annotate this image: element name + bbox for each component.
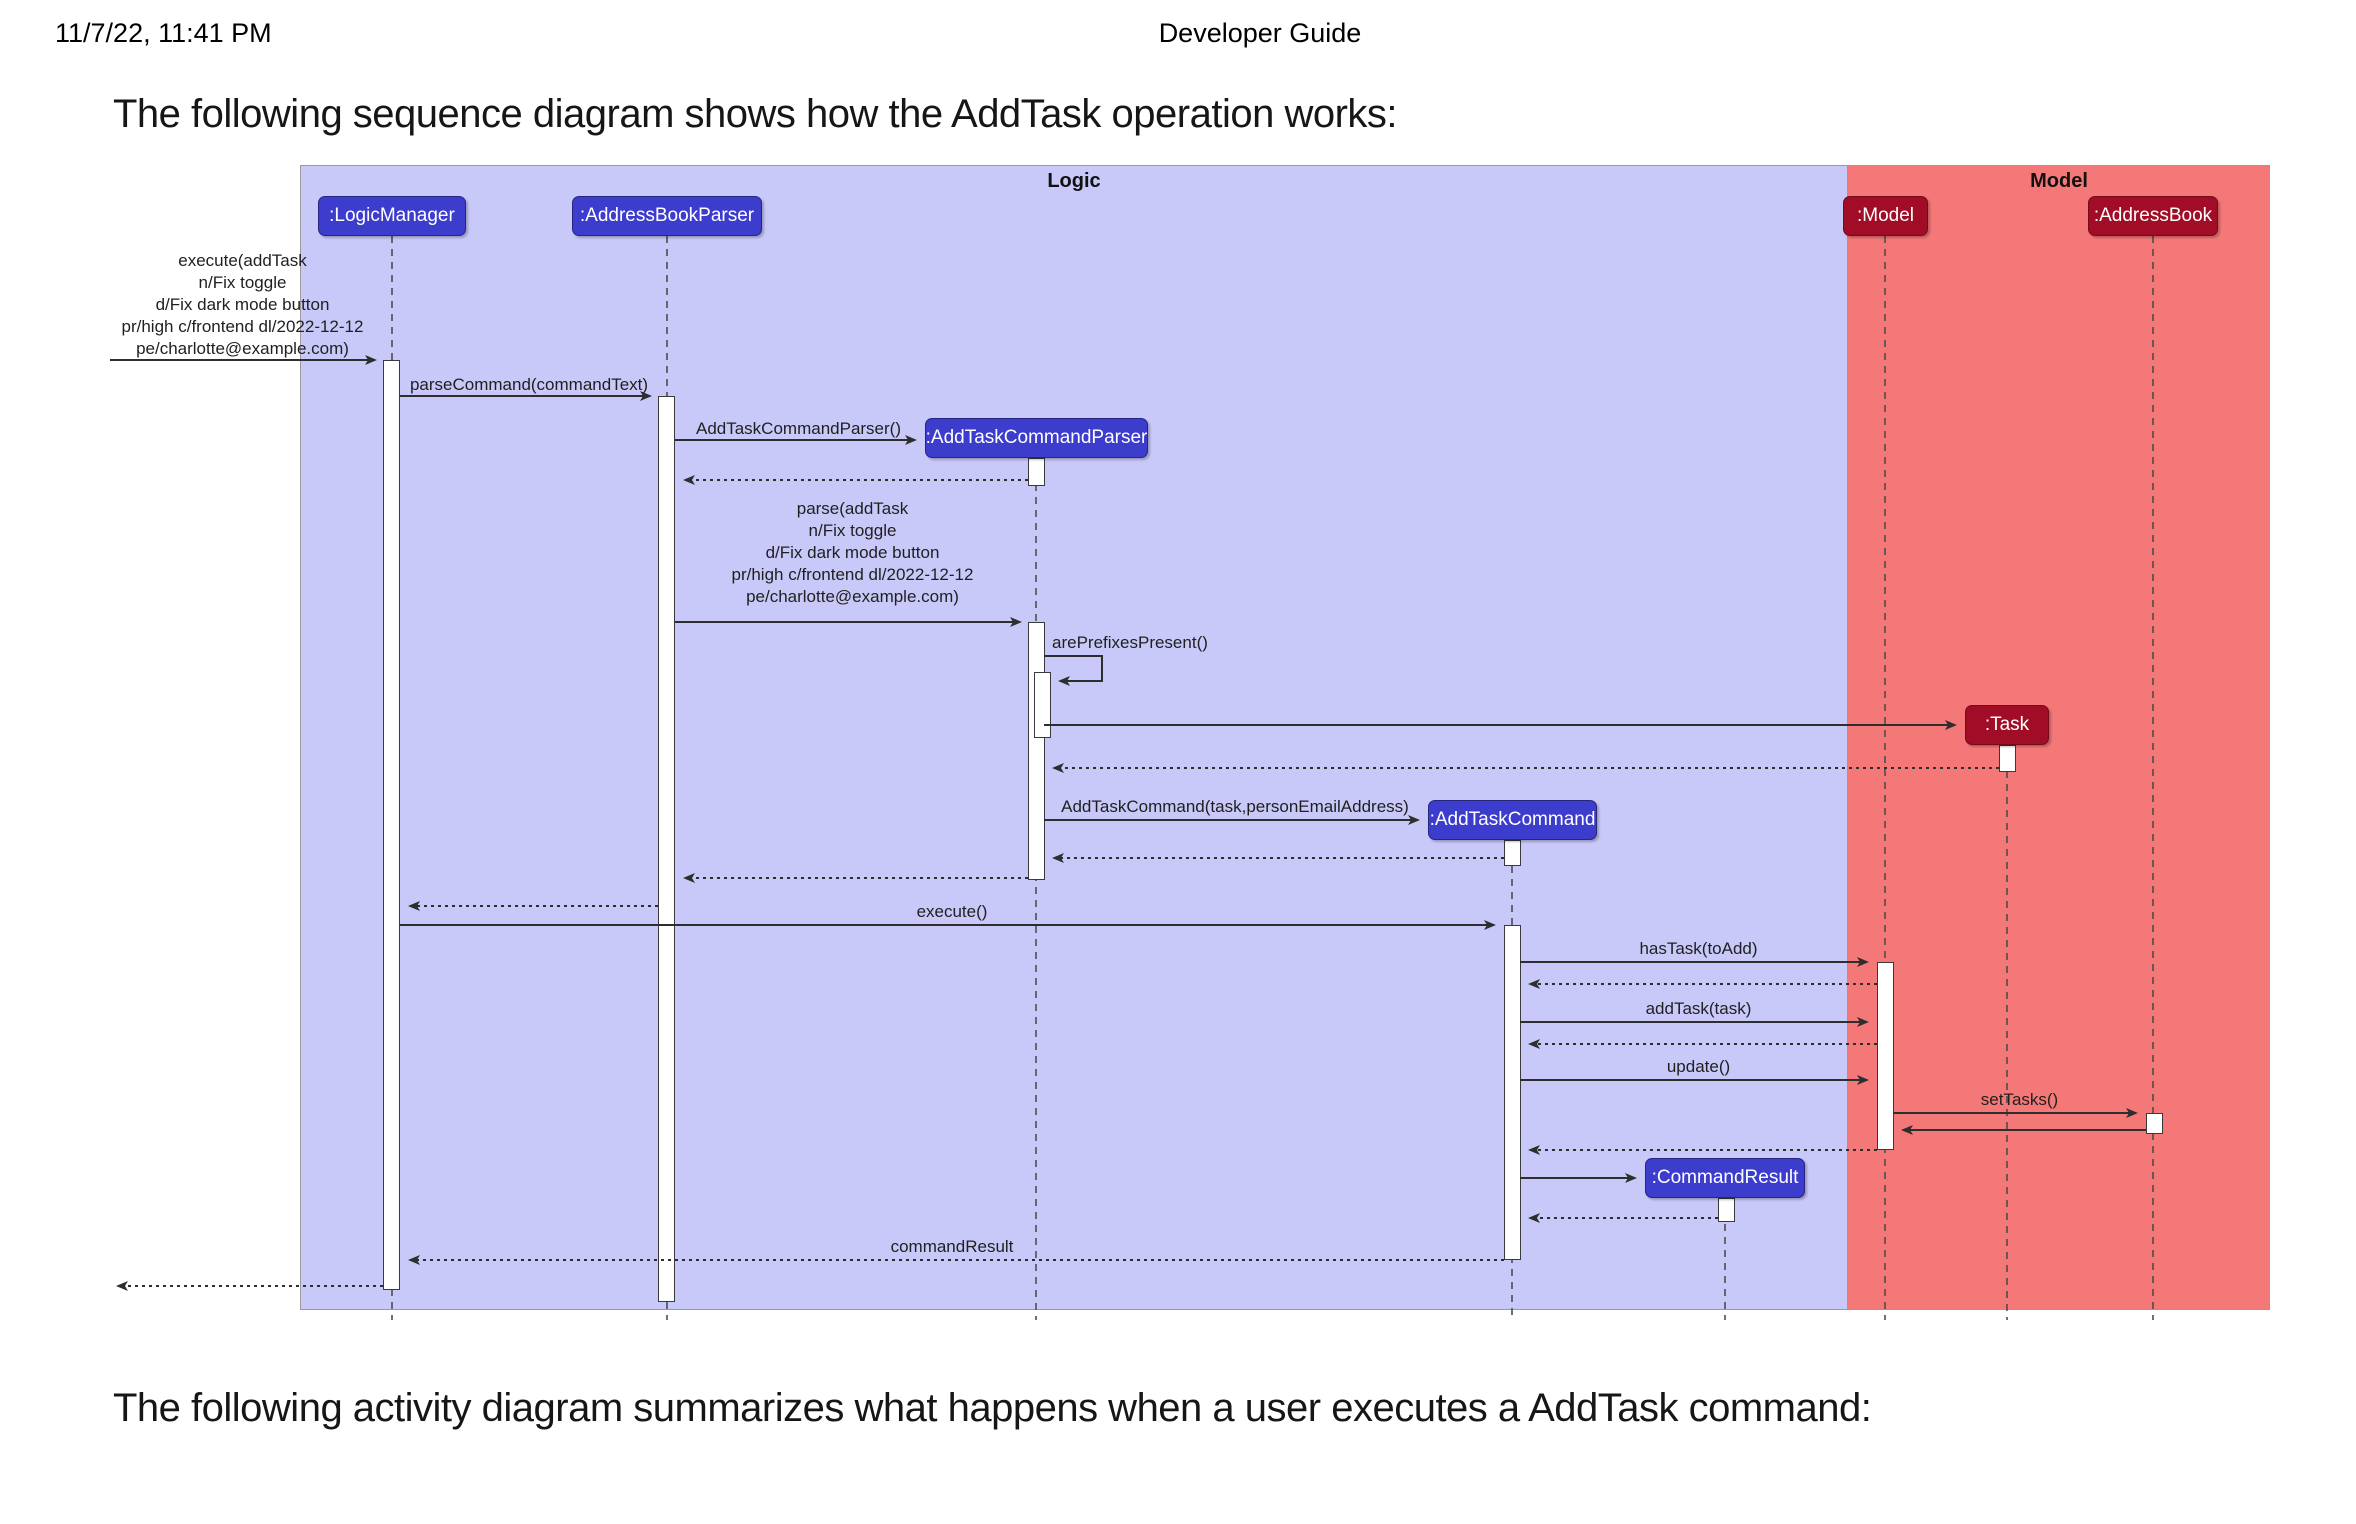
activation-addtaskcommand-execute [1504,925,1521,1260]
participant-addressbook: :AddressBook [2088,196,2218,236]
label-update: update() [1666,1057,1731,1076]
activation-parser-selfcall [1034,672,1051,738]
activation-logicmanager [383,360,400,1290]
participant-addtaskcommand: :AddTaskCommand [1428,800,1597,840]
participant-logicmanager: :LogicManager [318,196,466,236]
activation-parser-create [1028,458,1045,486]
activation-task [1999,745,2016,772]
page-title: Developer Guide [1158,18,1362,48]
label-areprefixespresent: arePrefixesPresent() [1052,633,1208,652]
activation-addressbookparser [658,396,675,1302]
activation-addressbook [2146,1113,2163,1134]
label-settasks: setTasks() [1980,1090,2059,1109]
activation-addtaskcommand-create [1504,840,1521,866]
label-execute: execute() [916,902,988,921]
model-frame [1848,165,2270,1310]
participant-model: :Model [1843,196,1928,236]
participant-task: :Task [1965,705,2049,745]
participant-addtaskcommandparser: :AddTaskCommandParser [925,418,1148,458]
label-execute-user: execute(addTask n/Fix toggle d/Fix dark … [121,251,364,358]
logic-frame [300,165,1848,1310]
model-frame-label: Model [2030,170,2088,192]
intro-heading: The following sequence diagram shows how… [113,92,1398,136]
activation-model [1877,962,1894,1150]
participant-addressbookparser: :AddressBookParser [572,196,762,236]
outro-heading: The following activity diagram summarize… [113,1386,1872,1430]
participant-commandresult: :CommandResult [1645,1158,1805,1198]
label-parse: parse(addTask n/Fix toggle d/Fix dark mo… [731,499,974,606]
label-hastask: hasTask(toAdd) [1639,939,1758,958]
label-commandresult: commandResult [890,1237,1014,1256]
activation-parser-parse [1028,622,1045,880]
label-new-command: AddTaskCommand(task,personEmailAddress) [1061,797,1409,816]
label-parsecommand: parseCommand(commandText) [409,375,649,394]
label-new-parser: AddTaskCommandParser() [695,419,901,438]
logic-frame-label: Logic [1047,170,1101,192]
label-addtask: addTask(task) [1645,999,1752,1018]
activation-commandresult [1718,1198,1735,1222]
printed-date: 11/7/22, 11:41 PM [55,18,272,48]
